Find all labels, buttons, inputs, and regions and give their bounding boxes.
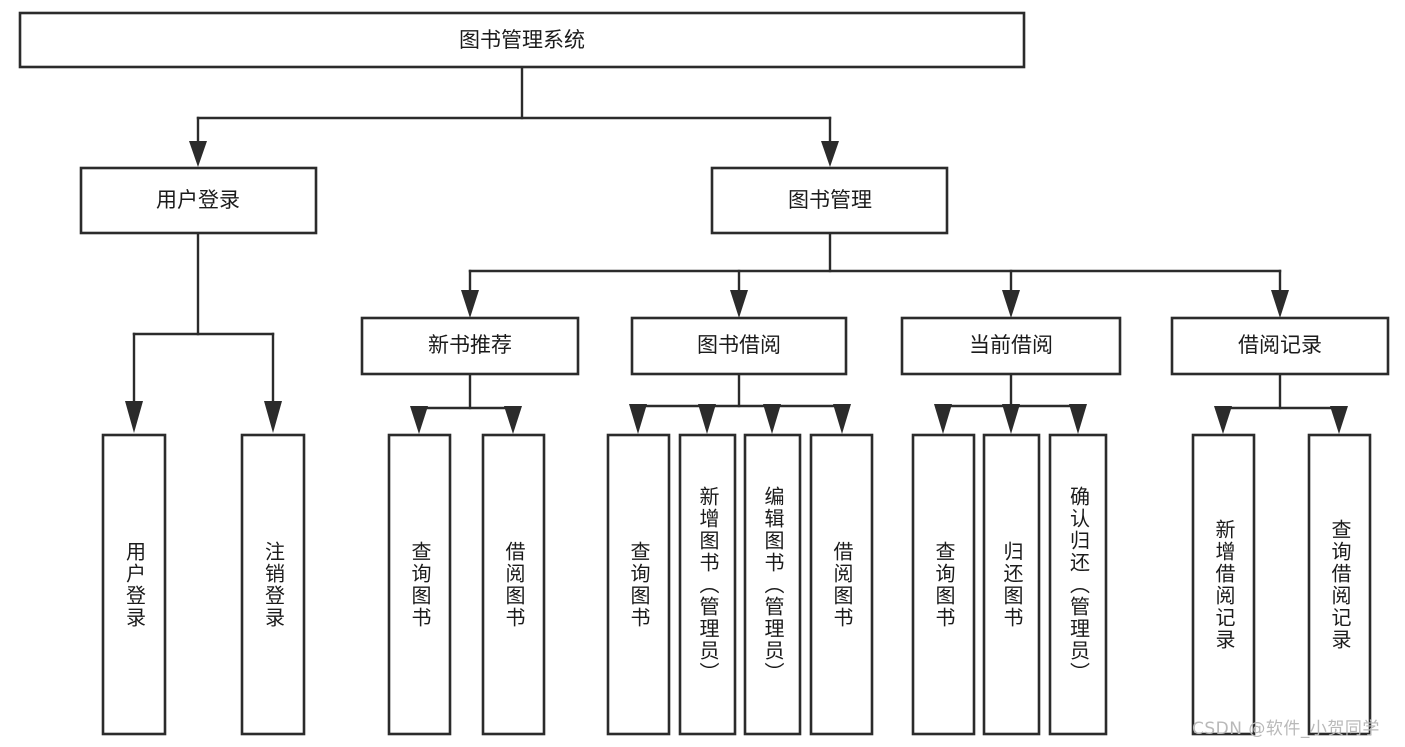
leaf-logout-login-label: 注销登录 <box>261 540 286 629</box>
leaf-query-book-2-rect[interactable] <box>606 433 671 736</box>
node-user-login[interactable]: 用户登录 <box>79 166 318 235</box>
leaf-add-book-admin-label: 新增图书（管理员） <box>696 485 720 684</box>
node-book-borrow[interactable]: 图书借阅 <box>630 316 848 376</box>
leaf-query-book-2-label: 查询图书 <box>627 540 651 629</box>
arrow-head-leaf-borrow-book-2 <box>833 404 851 434</box>
node-new-book-recommend[interactable]: 新书推荐 <box>360 316 580 376</box>
arrow-head-user-login <box>189 141 207 167</box>
node-book-manage-rect[interactable] <box>710 166 949 235</box>
leaf-borrow-book-2-label: 借阅图书 <box>830 540 854 629</box>
arrow-head-leaf-add-book-admin <box>698 404 716 434</box>
arrow-head-leaf-confirm-return-admin <box>1069 404 1087 434</box>
node-user-login-rect[interactable] <box>79 166 318 235</box>
leaf-borrow-book-2-rect[interactable] <box>809 433 874 736</box>
arrow-head-new-book-recommend <box>461 290 479 318</box>
node-layer: 图书管理系统 用户登录 图书管理 新书推荐 图书借阅 当前 <box>18 11 1390 736</box>
arrow-head-current-borrow <box>1002 290 1020 318</box>
leaf-confirm-return-admin-label: 确认归还（管理员） <box>1066 485 1091 684</box>
node-current-borrow-rect[interactable] <box>900 316 1122 376</box>
node-user-login-label: 用户登录 <box>156 188 240 212</box>
arrow-head-leaf-query-book-1 <box>410 406 428 434</box>
leaf-confirm-return-admin-rect[interactable] <box>1048 433 1108 736</box>
leaf-add-book-admin-rect[interactable] <box>678 433 737 736</box>
node-book-manage[interactable]: 图书管理 <box>710 166 949 235</box>
node-book-borrow-label: 图书借阅 <box>697 333 781 357</box>
arrow-head-leaf-query-book-3 <box>934 404 952 434</box>
leaf-add-borrow-record-label: 新增借阅记录 <box>1212 518 1236 651</box>
leaf-query-book-3-rect[interactable] <box>911 433 976 736</box>
arrow-head-book-manage <box>821 141 839 167</box>
node-root[interactable]: 图书管理系统 <box>18 11 1026 69</box>
arrow-head-borrow-record <box>1271 290 1289 318</box>
leaf-borrow-book-1-rect[interactable] <box>481 433 546 736</box>
node-current-borrow-label: 当前借阅 <box>969 333 1053 357</box>
leaf-return-book-rect[interactable] <box>982 433 1041 736</box>
leaf-user-login-rect[interactable] <box>101 433 167 736</box>
csdn-watermark: CSDN @软件_小贺同学 <box>1192 719 1380 739</box>
leaf-edit-book-admin-label: 编辑图书（管理员） <box>761 485 785 684</box>
leaf-user-login-label: 用户登录 <box>122 540 147 629</box>
arrow-head-book-borrow <box>730 290 748 318</box>
leaf-add-borrow-record-rect[interactable] <box>1191 433 1256 736</box>
node-new-book-recommend-label: 新书推荐 <box>428 333 512 357</box>
node-root-rect[interactable] <box>18 11 1026 69</box>
arrow-head-leaf-user-login <box>125 401 143 433</box>
node-new-book-recommend-rect[interactable] <box>360 316 580 376</box>
connector-layer <box>125 65 1348 434</box>
arrow-head-leaf-logout-login <box>264 401 282 433</box>
arrow-head-leaf-add-borrow-record <box>1214 406 1232 434</box>
leaf-query-book-1-rect[interactable] <box>387 433 452 736</box>
leaf-query-book-3-label: 查询图书 <box>932 540 956 629</box>
node-borrow-record-rect[interactable] <box>1170 316 1390 376</box>
arrow-head-leaf-edit-book-admin <box>763 404 781 434</box>
leaf-logout-login-rect[interactable] <box>240 433 306 736</box>
node-current-borrow[interactable]: 当前借阅 <box>900 316 1122 376</box>
arrow-head-leaf-query-book-2 <box>629 404 647 434</box>
leaf-query-book-1-label: 查询图书 <box>408 540 432 629</box>
node-root-label: 图书管理系统 <box>459 28 585 52</box>
node-book-borrow-rect[interactable] <box>630 316 848 376</box>
leaf-return-book-label: 归还图书 <box>1000 540 1024 629</box>
leaf-query-borrow-record-label: 查询借阅记录 <box>1328 518 1352 651</box>
arrow-head-leaf-query-borrow-record <box>1330 406 1348 434</box>
arrow-head-leaf-return-book <box>1002 404 1020 434</box>
node-borrow-record[interactable]: 借阅记录 <box>1170 316 1390 376</box>
arrow-head-leaf-borrow-book-1 <box>504 406 522 434</box>
leaf-edit-book-admin-rect[interactable] <box>743 433 802 736</box>
leaf-borrow-book-1-label: 借阅图书 <box>502 540 526 629</box>
leaf-query-borrow-record-rect[interactable] <box>1307 433 1372 736</box>
node-borrow-record-label: 借阅记录 <box>1238 333 1322 357</box>
node-book-manage-label: 图书管理 <box>788 188 872 212</box>
